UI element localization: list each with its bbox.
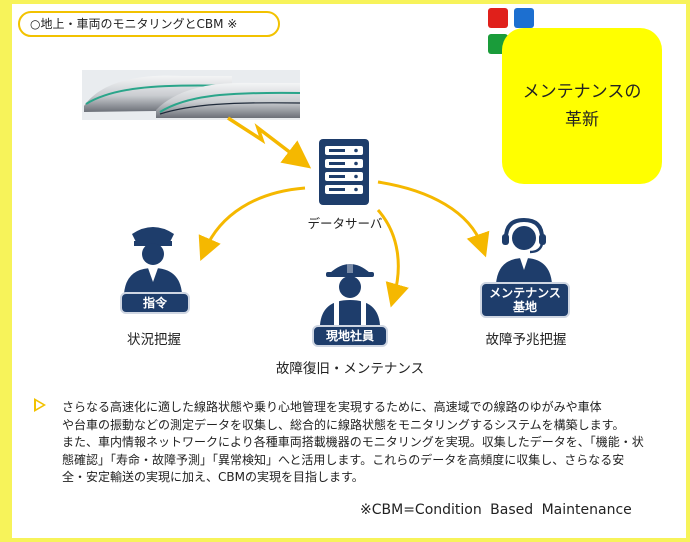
description-line: 全・安定輸送の実現に加え、CBMの実現を目指します。 — [62, 470, 364, 484]
highlight-line1: メンテナンスの — [522, 82, 642, 102]
bullet-triangle-icon — [34, 398, 46, 412]
headset-operator-person-icon — [496, 217, 552, 284]
description-line: また、車内情報ネットワークにより各種車両搭載機器のモニタリングを実現。収集したデ… — [62, 435, 644, 449]
maintenance-base-badge: メンテナンス 基地 — [480, 282, 570, 318]
arrow-to-field-worker — [376, 209, 409, 308]
frame-bottom-border — [0, 538, 690, 542]
field-worker-person-icon — [320, 259, 380, 325]
description-text: さらなる高速化に適した線路状態や乗り心地管理を実現するために、高速域での線路のゆ… — [62, 399, 682, 487]
data-server-icon — [319, 139, 369, 205]
highlight-line2: 革新 — [564, 110, 599, 130]
description-line: や台車の振動などの測定データを収集し、総合的に線路状態をモニタリングするシステム… — [62, 417, 625, 432]
arrow-to-dispatcher — [198, 186, 306, 262]
cbm-footnote: ※CBM=Condition Based Maintenance — [360, 502, 632, 518]
dispatcher-person-icon — [124, 227, 182, 294]
section-title: ○地上・車両のモニタリングとCBM ※ — [18, 11, 280, 37]
maintenance-base-caption: 故障予兆把握 — [485, 332, 567, 348]
wireless-link-arrow — [227, 116, 312, 169]
maintenance-innovation-box: メンテナンスの 革新 — [502, 28, 662, 184]
field-worker-caption: 故障復旧・メンテナンス — [275, 361, 425, 377]
field-worker-badge: 現地社員 — [312, 325, 388, 347]
maintenance-base-badge-line1: メンテナンス — [489, 286, 561, 300]
frame-right-border — [686, 0, 690, 542]
dispatcher-caption: 状況把握 — [127, 332, 181, 348]
frame-top-border — [0, 0, 690, 4]
maintenance-base-badge-line2: 基地 — [512, 300, 537, 314]
description-line: さらなる高速化に適した線路状態や乗り心地管理を実現するために、高速域での線路のゆ… — [62, 400, 602, 414]
frame-left-border — [0, 0, 12, 542]
data-server-label: データサーバ — [307, 216, 383, 231]
description-line: 態確認」「寿命・故障予測」「異常検知」へと活用します。これらのデータを高頻度に収… — [62, 452, 625, 467]
arrow-to-maintenance-base — [377, 180, 490, 258]
shinkansen-train-image — [82, 70, 300, 120]
dispatcher-badge: 指令 — [120, 292, 190, 314]
